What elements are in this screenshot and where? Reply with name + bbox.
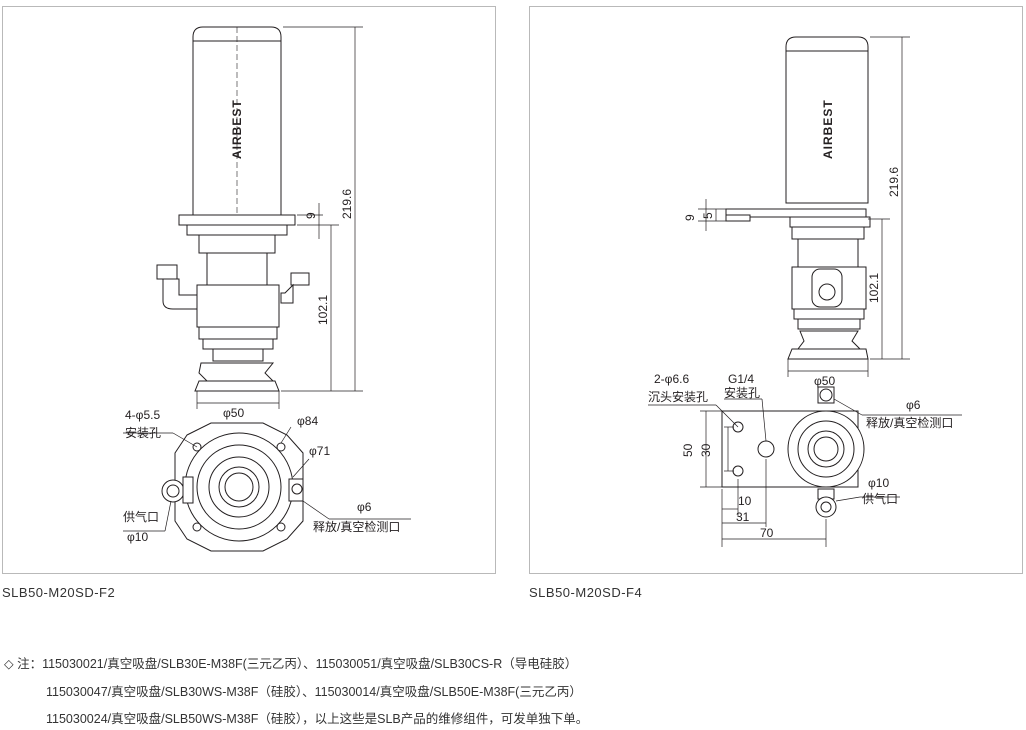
left-dim-cup-diameter: φ50 [223,406,244,420]
left-top-view [161,422,304,552]
right-suction-cup [787,330,869,360]
right-cylinder-body [785,36,869,204]
left-dimension-lines [196,26,363,409]
right-dim-total-height: 219.6 [887,167,901,197]
left-holes-note: 安装孔 [125,425,161,440]
right-port-note: 释放/真空检测口 [866,415,953,430]
right-brand-mark: AIRBEST [821,99,835,159]
right-top-leaders [648,398,962,547]
left-flange [178,214,296,288]
note-line-2: 115030047/真空吸盘/SLB30WS-M38F（硅胶）、11503001… [46,685,582,699]
right-dim-cup-diameter: φ50 [814,374,835,388]
left-dim-total-height: 219.6 [340,189,354,219]
right-flange [725,208,871,268]
note-line-3: 115030024/真空吸盘/SLB50WS-M38F（硅胶），以上这些是SLB… [46,712,589,726]
right-caption: SLB50-M20SD-F4 [529,585,643,600]
left-suction-cup [194,362,280,392]
right-dim-31: 31 [736,510,750,524]
right-drawing-panel: AIRBEST [529,6,1023,574]
right-vacuum-block [791,266,867,330]
right-thread-note: 安装孔 [724,385,760,400]
left-supply-diameter: φ10 [127,530,148,544]
left-cylinder-body [192,26,282,216]
right-top-view [721,386,865,518]
right-dim-lower-height: 102.1 [867,273,881,303]
right-dimension-lines [698,36,910,377]
right-dim-flange: 9 [683,214,697,221]
left-technical-drawing: AIRBEST [123,26,411,552]
right-dim-30: 30 [699,443,713,457]
right-port-diameter: φ6 [906,398,921,412]
right-thread-spec: G1/4 [728,372,754,386]
right-dim-10: 10 [738,494,752,508]
right-supply-diameter: φ10 [868,476,889,490]
left-caption: SLB50-M20SD-F2 [2,585,116,600]
left-port-diameter: φ6 [357,500,372,514]
right-holes-note: 沉头安装孔 [648,389,708,404]
left-dim-lower-height: 102.1 [316,295,330,325]
left-holes-spec: 4-φ5.5 [125,408,160,422]
left-dim-flange: 9 [304,212,318,219]
right-technical-drawing: AIRBEST [648,36,962,547]
note-line-1: ◇ 注：115030021/真空吸盘/SLB30E-M38F(三元乙丙）、115… [4,657,578,671]
right-supply-note: 供气口 [862,491,898,506]
left-supply-note: 供气口 [123,509,159,524]
left-port-note: 释放/真空检测口 [313,519,400,534]
left-vacuum-block [196,284,280,362]
right-dim-50: 50 [681,443,695,457]
left-brand-mark: AIRBEST [230,99,244,159]
right-dim-flange-inner: 5 [701,212,715,219]
right-holes-spec: 2-φ6.6 [654,372,689,386]
right-dim-70: 70 [760,526,774,540]
left-d71: φ71 [309,444,330,458]
left-d84: φ84 [297,414,318,428]
left-side-fittings [156,264,310,310]
left-drawing-panel: AIRBEST [2,6,496,574]
left-top-leaders [123,426,411,532]
